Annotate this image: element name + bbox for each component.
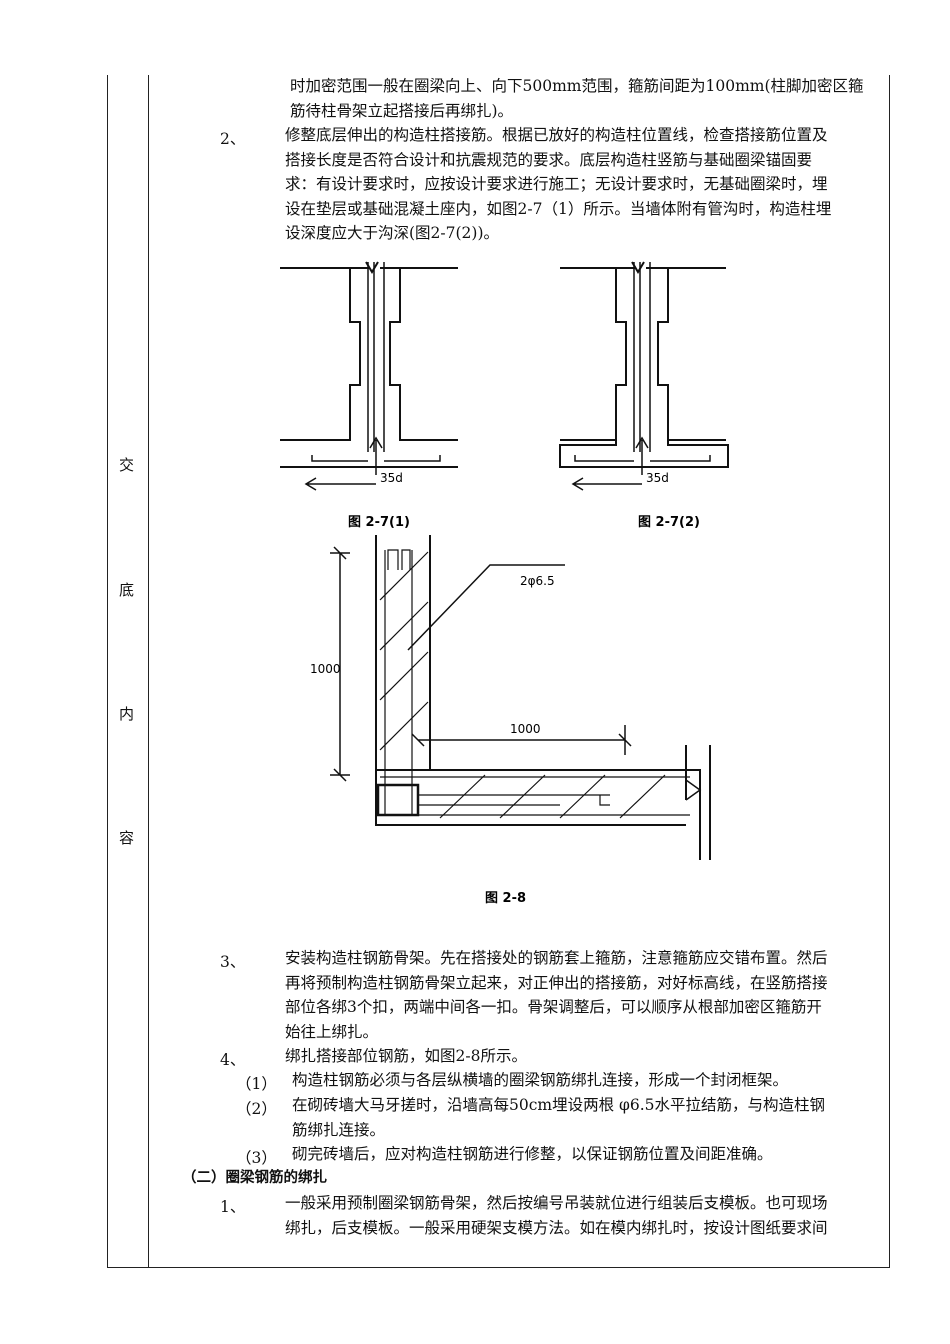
column-divider xyxy=(148,75,149,1268)
section-heading: （二）圈梁钢筋的绑扎 xyxy=(182,1166,327,1191)
figure-2-7-1 xyxy=(280,261,458,491)
text-line: （二）圈梁钢筋的绑扎 xyxy=(182,1170,327,1186)
item-number: 3、 xyxy=(220,953,246,971)
dim-35d-label: 35d xyxy=(646,471,669,485)
paragraph: 修整底层伸出的构造柱搭接筋。根据已放好的构造柱位置线，检查搭接筋位置及搭接长度是… xyxy=(285,123,831,246)
text-line: 在砌砖墙大马牙搓时，沿墙高每50cm埋设两根 φ6.5水平拉结筋，与构造柱钢 xyxy=(292,1096,826,1114)
dim-vertical-label: 1000 xyxy=(310,662,341,676)
figure-caption: 图 2-7(2) xyxy=(638,515,700,530)
text-line: 设在垫层或基础混凝土座内，如图2-7（1）所示。当墙体附有管沟时，构造柱埋 xyxy=(285,199,832,218)
figure-caption: 图 2-8 xyxy=(485,891,526,906)
figure-2-7-2 xyxy=(559,261,729,491)
item-number: 1、 xyxy=(220,1198,246,1216)
paragraph: 一般采用预制圈梁钢筋骨架，然后按编号吊装就位进行组装后支模板。也可现场绑扎，后支… xyxy=(285,1191,828,1240)
item-number: （1） xyxy=(236,1075,277,1093)
side-label-char: 内 xyxy=(119,705,135,723)
side-label-char: 容 xyxy=(119,829,135,847)
text-line: 修整底层伸出的构造柱搭接筋。根据已放好的构造柱位置线，检查搭接筋位置及 xyxy=(285,126,828,144)
text-line: 砌完砖墙后，应对构造柱钢筋进行修整，以保证钢筋位置及间距准确。 xyxy=(292,1145,773,1163)
text-line: 时加密范围一般在圈梁向上、向下500mm范围，箍筋间距为100mm(柱脚加密区箍 xyxy=(290,77,864,95)
figure-2-8 xyxy=(330,535,711,860)
text-line: 始往上绑扎。 xyxy=(285,1022,379,1041)
text-line: 设深度应大于沟深(图2-7(2))。 xyxy=(285,224,500,242)
text-line: 求：有设计要求时，应按设计要求进行施工；无设计要求时，无基础圈梁时，埋 xyxy=(285,175,828,193)
text-line: 绑扎，后支模板。一般采用硬架支模方法。如在模内绑扎时，按设计图纸要求间 xyxy=(285,1218,828,1237)
side-label-char: 底 xyxy=(119,581,135,599)
side-label-char: 交 xyxy=(119,456,135,474)
text-line: 部位各绑3个扣，两端中间各一扣。骨架调整后，可以顺序从根部加密区箍筋开 xyxy=(285,998,822,1016)
paragraph: 在砌砖墙大马牙搓时，沿墙高每50cm埋设两根 φ6.5水平拉结筋，与构造柱钢筋绑… xyxy=(292,1093,825,1142)
text-line: 筋绑扎连接。 xyxy=(292,1120,386,1139)
table-frame xyxy=(107,75,890,1268)
text-line: 再将预制构造柱钢筋骨架立起来，对正伸出的搭接筋，对好标高线，在竖筋搭接 xyxy=(285,973,828,992)
text-line: 筋待柱骨架立起搭接后再绑扎)。 xyxy=(290,101,514,120)
paragraph: 构造柱钢筋必须与各层纵横墙的圈梁钢筋绑扎连接，形成一个封闭框架。 xyxy=(292,1068,788,1093)
item-number: （2） xyxy=(236,1100,277,1118)
text-line: 绑扎搭接部位钢筋，如图2-8所示。 xyxy=(285,1047,527,1065)
text-line: 构造柱钢筋必须与各层纵横墙的圈梁钢筋绑扎连接，形成一个封闭框架。 xyxy=(292,1071,789,1089)
paragraph: 安装构造柱钢筋骨架。先在搭接处的钢筋套上箍筋，注意箍筋应交错布置。然后再将预制构… xyxy=(285,946,828,1044)
dim-35d-label: 35d xyxy=(380,471,403,485)
text-line: 安装构造柱钢筋骨架。先在搭接处的钢筋套上箍筋，注意箍筋应交错布置。然后 xyxy=(285,949,828,967)
item-number: 2、 xyxy=(220,130,246,148)
paragraph: 时加密范围一般在圈梁向上、向下500mm范围，箍筋间距为100mm(柱脚加密区箍… xyxy=(290,74,864,123)
paragraph: 砌完砖墙后，应对构造柱钢筋进行修整，以保证钢筋位置及间距准确。 xyxy=(292,1142,773,1167)
text-line: 一般采用预制圈梁钢筋骨架，然后按编号吊装就位进行组装后支模板。也可现场 xyxy=(285,1194,828,1212)
paragraph: 绑扎搭接部位钢筋，如图2-8所示。 xyxy=(285,1044,527,1069)
figure-caption: 图 2-7(1) xyxy=(348,515,410,530)
item-number: （3） xyxy=(236,1149,277,1167)
rebar-label: 2φ6.5 xyxy=(520,574,555,588)
text-line: 搭接长度是否符合设计和抗震规范的要求。底层构造柱竖筋与基础圈梁锚固要 xyxy=(285,150,813,169)
item-number: 4、 xyxy=(220,1051,246,1069)
dim-horizontal-label: 1000 xyxy=(510,722,541,736)
